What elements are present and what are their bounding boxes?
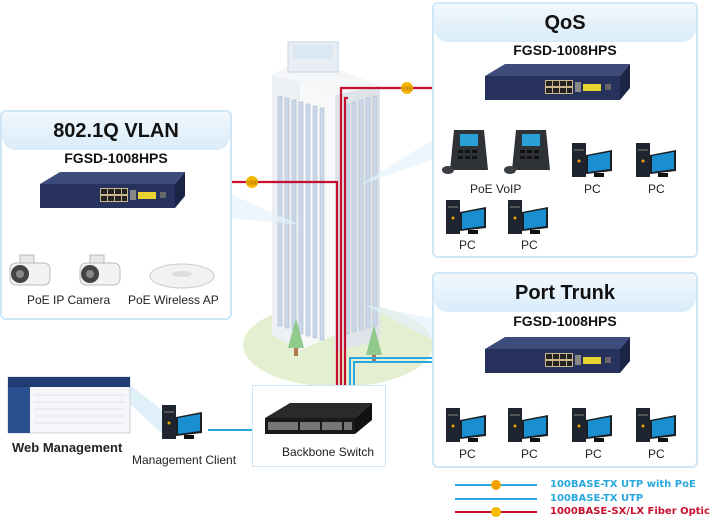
device-label: PoE IP Camera xyxy=(27,293,111,307)
trunk-model-label: FGSD-1008HPS xyxy=(513,313,617,329)
svg-text:1000: 1000 xyxy=(401,87,412,93)
building-icon xyxy=(272,41,382,363)
web-callout xyxy=(110,385,185,432)
device-label: PC xyxy=(521,238,538,252)
trunk-callout xyxy=(365,305,432,340)
vlan-model-label: FGSD-1008HPS xyxy=(64,150,168,166)
qos-panel-title: QoS xyxy=(434,4,696,42)
backbone-switch-label: Backbone Switch xyxy=(282,445,375,459)
device-label: PoE Wireless AP xyxy=(128,293,219,307)
legend-fiber: 1000BASE-SX/LX Fiber Optic xyxy=(550,506,710,517)
svg-text:1000: 1000 xyxy=(246,181,257,187)
management-client-label: Management Client xyxy=(132,453,237,467)
web-management-label: Web Management xyxy=(12,440,123,455)
device-label: PC xyxy=(648,182,665,196)
vlan-panel-title: 802.1Q VLAN xyxy=(2,112,230,150)
vlan-panel: 802.1Q VLAN xyxy=(0,110,232,320)
legend-utp: 100BASE-TX UTP xyxy=(550,493,644,504)
trunk-panel: Port Trunk xyxy=(432,272,698,468)
device-label: PC xyxy=(459,238,476,252)
qos-model-label: FGSD-1008HPS xyxy=(513,42,617,58)
legend-utp-poe: 100BASE-TX UTP with PoE xyxy=(550,479,696,490)
device-label: PC xyxy=(584,182,601,196)
fiber-badge: 1000 xyxy=(401,82,413,94)
trunk-panel-title: Port Trunk xyxy=(434,274,696,312)
qos-panel: QoS xyxy=(432,2,698,258)
device-label: PC xyxy=(459,447,476,461)
qos-callout xyxy=(360,140,432,185)
device-label: PC xyxy=(648,447,665,461)
device-label: PoE VoIP xyxy=(470,182,522,196)
device-label: PC xyxy=(585,447,602,461)
device-label: PC xyxy=(521,447,538,461)
vlan-callout xyxy=(228,193,300,225)
fiber-badge: 1000 xyxy=(246,176,258,188)
